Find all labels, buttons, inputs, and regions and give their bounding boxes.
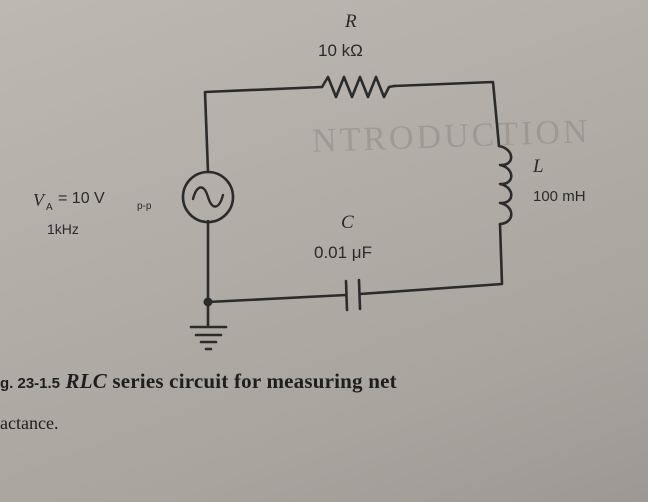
capacitor-value-label: 0.01 μF	[314, 243, 372, 262]
resistor-symbol	[320, 75, 396, 99]
inductor-value-label: 100 mH	[533, 188, 586, 205]
source-voltage-value: = 10 V	[58, 190, 105, 207]
figure-number: g. 23-1.5	[0, 375, 61, 392]
top-left-wire	[203, 85, 324, 174]
figure-caption: g. 23-1.5 RLC series circuit for measuri…	[0, 369, 397, 394]
resistor-symbol-label: R	[344, 11, 357, 32]
ground-symbol	[189, 325, 228, 351]
caption-circuit-type: RLC	[65, 369, 107, 393]
inductor-symbol	[497, 144, 513, 226]
source-voltage-label: V A = 10 V p-p	[33, 190, 152, 213]
caption-title-rest: series circuit for measuring net	[112, 369, 397, 393]
right-wire	[358, 222, 504, 296]
resistor-value-label: 10 kΩ	[318, 41, 363, 60]
capacitor-symbol-label: C	[341, 212, 354, 233]
ac-source-symbol	[181, 170, 235, 224]
junction-dot	[203, 297, 213, 307]
inductor-symbol-label: L	[532, 156, 544, 177]
figure-caption-continuation: actance.	[0, 413, 59, 433]
capacitor-symbol	[344, 278, 362, 312]
source-symbol: V	[33, 190, 46, 210]
source-symbol-subscript: A	[46, 202, 53, 213]
top-right-wire	[392, 80, 501, 148]
source-voltage-subscript: p-p	[137, 201, 152, 212]
source-frequency-label: 1kHz	[47, 221, 79, 237]
bottom-left-wire	[206, 293, 348, 304]
